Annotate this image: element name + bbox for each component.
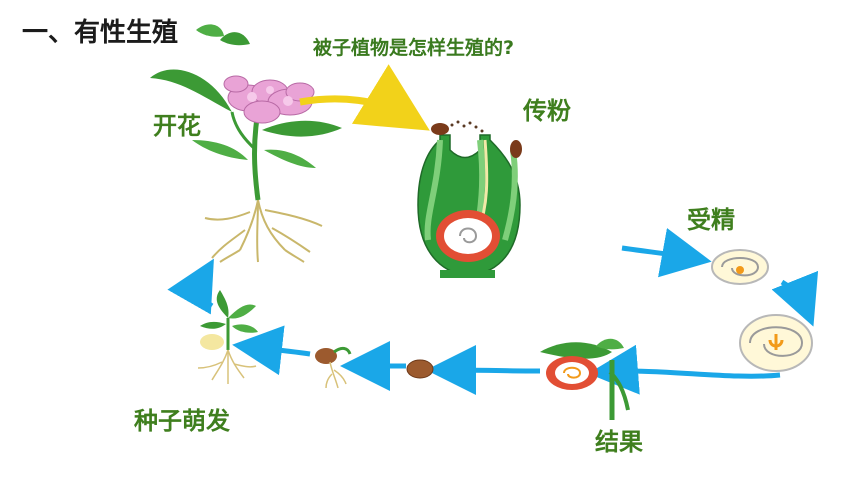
seed-illustration [406,359,434,379]
slide-question: 被子植物是怎样生殖的? [313,37,515,59]
seedling-illustration [197,290,258,384]
fertilized-ovule-small [711,249,769,285]
label-pollination: 传粉 [523,97,571,125]
arrow-sprout-to-seedling [232,325,311,376]
pistil-illustration [417,120,522,278]
arrow-fertilization-down [771,270,819,327]
arrow-flower-to-pollen [299,64,430,131]
developing-ovule-large [739,314,813,372]
fruit-illustration [540,338,630,420]
arrow-pollen-to-fertilization [621,228,712,278]
arrow-fruit-to-seed [426,345,541,396]
arrow-seedling-to-plant [167,258,214,315]
arrow-ovule-to-fruit [588,344,781,395]
label-flowering: 开花 [153,112,201,140]
label-germination: 种子萌发 [134,407,230,435]
sprouting-seed-illustration [315,346,352,389]
label-fruiting: 结果 [595,428,643,456]
slide-title: 一、有性生殖 [22,18,179,48]
flowering-plant-illustration [150,24,342,263]
